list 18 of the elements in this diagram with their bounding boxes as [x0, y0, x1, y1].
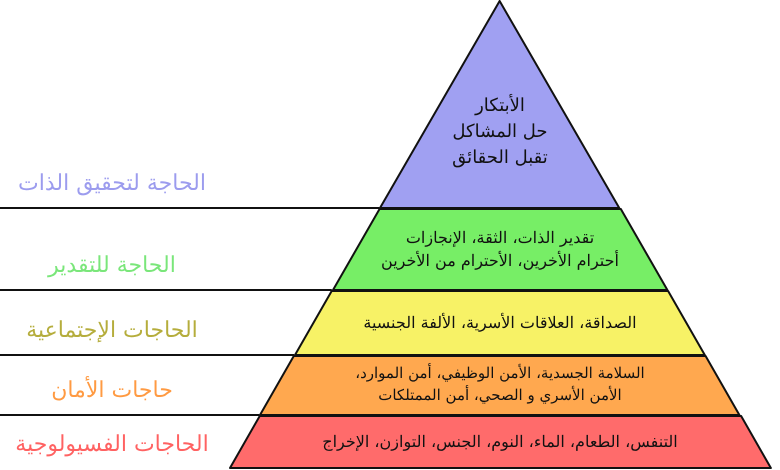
- pyramid-tier: [294, 290, 706, 355]
- tier-text: الصداقة، العلاقات الأسرية، الألفة الجنسية: [363, 312, 637, 334]
- pyramid-tier: [228, 415, 772, 468]
- pyramid-tier: [332, 208, 668, 290]
- tier-text: تقدير الذات، الثقة، الإنجازات: [406, 226, 594, 249]
- level-label: الحاجة لتحقيق الذات: [18, 170, 206, 198]
- pyramid-tier: [259, 355, 741, 415]
- level-label: الحاجات الإجتماعية: [26, 316, 198, 345]
- tier-text: الأبتكار: [475, 92, 525, 118]
- pyramid-top-triangle: [379, 0, 621, 208]
- tier-text: تقبل الحقائق: [452, 146, 548, 170]
- tier-text: التنفس، الطعام، الماء، النوم، الجنس، التوازن، الإخراج: [322, 430, 678, 453]
- tier-text: أحترام الأخرين، الأحترام من الأخرين: [381, 249, 619, 272]
- tier-text: السلامة الجسدية، الأمن الوظيفي، أمن الموارد، الأمن الأسري و الصحي، أمن الممتلكات: [354, 363, 646, 406]
- level-label: حاجات الأمان: [51, 376, 173, 405]
- level-label: الحاجة للتقدير: [48, 252, 176, 280]
- level-label: الحاجات الفسيولوجية: [15, 430, 209, 459]
- tier-text: حل المشاكل: [452, 120, 548, 144]
